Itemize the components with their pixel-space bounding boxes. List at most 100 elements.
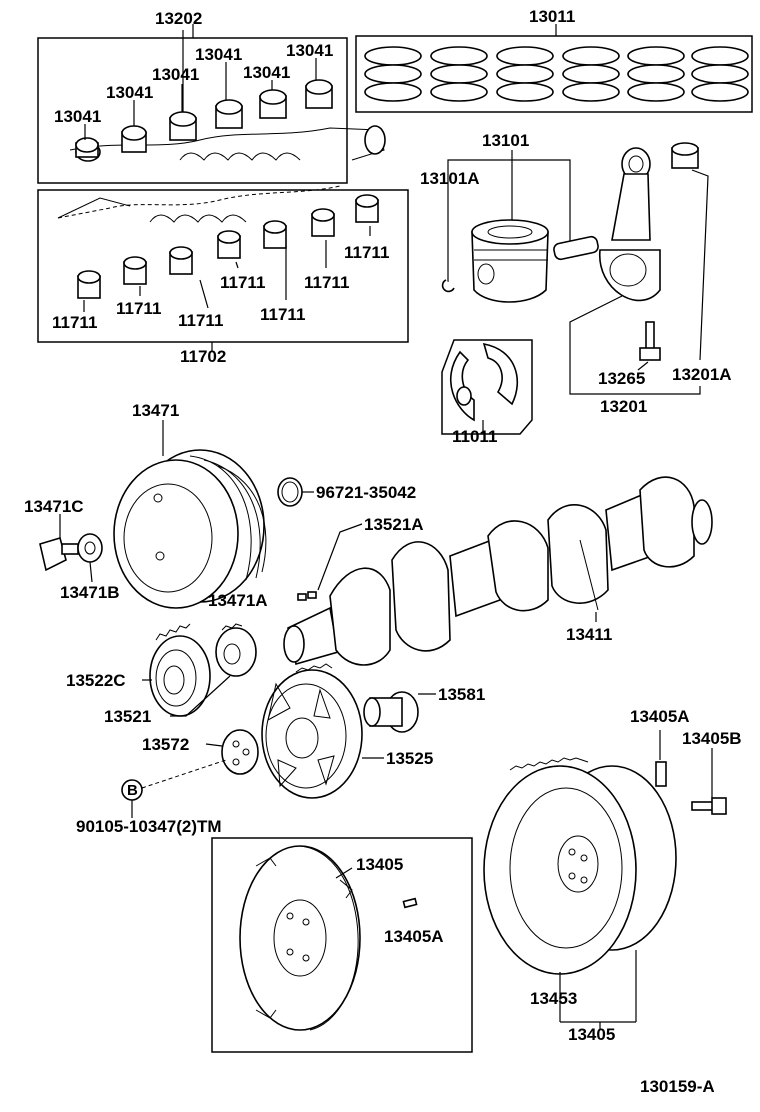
driven-gear-group: B <box>121 663 436 818</box>
balance-gear-icon <box>261 663 363 799</box>
marker-b-label: B <box>127 782 138 799</box>
crankshaft-bearing-upper-group <box>37 24 386 184</box>
piston-assembly-group <box>441 150 599 303</box>
label-11711: 11711 <box>344 243 389 262</box>
cap-icon <box>363 691 419 733</box>
piston-ring-set-icon <box>562 46 620 102</box>
drive-plate-icon <box>239 845 361 1031</box>
label-13041: 13041 <box>243 63 290 82</box>
connecting-rod-icon <box>599 147 661 302</box>
label-13522c: 13522C <box>66 671 126 690</box>
drive-plate-box <box>211 837 473 1053</box>
drive-plate-group <box>211 837 473 1053</box>
piston-ring-set-icon <box>430 46 488 102</box>
label-11711: 11711 <box>52 313 97 332</box>
conrod-bolt-icon <box>639 321 661 361</box>
flywheel-icon <box>483 757 677 975</box>
label-96721-35042: 96721-35042 <box>316 483 416 502</box>
bearing-shell-icon <box>355 194 379 223</box>
bearing-shell-icon <box>217 230 241 259</box>
connecting-rod-group <box>569 142 709 395</box>
label-13041: 13041 <box>54 107 101 126</box>
label-13011: 13011 <box>529 7 575 26</box>
snap-ring-icon <box>441 279 455 293</box>
label-13405b: 13405B <box>682 729 742 748</box>
label-13201a: 13201A <box>672 365 732 384</box>
label-13202: 13202 <box>155 9 202 28</box>
pulley-bolt-icon <box>39 536 79 572</box>
piston-ring-group <box>355 24 753 113</box>
piston-icon <box>471 219 549 303</box>
crank-pulley-group <box>39 420 363 609</box>
label-90105-10347: 90105-10347(2)TM <box>76 817 222 836</box>
key-icon <box>297 591 317 601</box>
flywheel-bolt-icon <box>691 797 727 815</box>
label-11011: 11011 <box>452 427 497 446</box>
label-11711: 11711 <box>304 273 349 292</box>
piston-ring-set-icon <box>496 46 554 102</box>
label-13471b: 13471B <box>60 583 120 602</box>
bearing-shell-icon <box>259 89 287 119</box>
bearing-shell-icon <box>169 246 193 275</box>
bearing-shell-icon <box>263 220 287 249</box>
label-13041: 13041 <box>152 65 199 84</box>
marker-b-icon: B <box>121 779 143 801</box>
label-11711: 11711 <box>116 299 161 318</box>
main-bearing-group <box>37 185 409 352</box>
piston-ring-set-icon <box>691 46 749 102</box>
crank-pulley-icon <box>113 449 267 609</box>
piston-ring-set-icon <box>627 46 685 102</box>
label-13041: 13041 <box>286 41 333 60</box>
label-11711: 11711 <box>260 305 305 324</box>
label-13405: 13405 <box>568 1025 615 1044</box>
timing-gear-group <box>142 623 257 717</box>
label-13405: 13405 <box>356 855 403 874</box>
flywheel-group <box>483 730 727 1030</box>
bearing-shell-icon <box>75 137 101 162</box>
label-13581: 13581 <box>438 685 485 704</box>
label-13041: 13041 <box>106 83 153 102</box>
bearing-box-11702 <box>37 189 409 343</box>
label-11702: 11702 <box>180 347 226 366</box>
bearing-shell-icon <box>305 79 333 109</box>
piston-ring-set-icon <box>364 46 422 102</box>
bearing-shell-icon <box>311 208 335 237</box>
crankshaft-icon <box>283 476 713 666</box>
label-13101: 13101 <box>482 131 529 150</box>
diagram-id: 130159-A <box>640 1077 715 1096</box>
label-13471c: 13471C <box>24 497 84 516</box>
bearing-shell-icon <box>215 99 243 129</box>
label-13453: 13453 <box>530 989 577 1008</box>
thrust-washer-group <box>441 339 533 435</box>
crankshaft-group <box>283 476 713 666</box>
oring-icon <box>277 477 303 507</box>
label-13405a: 13405A <box>630 707 690 726</box>
label-13101a: 13101A <box>420 169 480 188</box>
bearing-shell-icon <box>123 256 147 285</box>
bearing-shell-icon <box>77 270 101 299</box>
label-13471: 13471 <box>132 401 179 420</box>
thrust-washer-icon <box>450 342 519 422</box>
label-13521: 13521 <box>104 707 151 726</box>
label-13572: 13572 <box>142 735 189 754</box>
bearing-shell-icon <box>169 111 197 141</box>
label-13411: 13411 <box>566 625 612 644</box>
crank-sprocket-icon <box>215 623 257 677</box>
piston-ring-box <box>355 35 753 113</box>
label-13265: 13265 <box>598 369 645 388</box>
pin-icon <box>402 897 418 909</box>
label-11711: 11711 <box>220 273 265 292</box>
label-13041: 13041 <box>195 45 242 64</box>
label-13405a: 13405A <box>384 927 444 946</box>
piston-pin-icon <box>553 235 599 261</box>
bearing-shell-icon <box>121 125 147 153</box>
label-11711: 11711 <box>178 311 223 330</box>
label-13525: 13525 <box>386 749 433 768</box>
plate-icon <box>221 729 259 775</box>
label-13471a: 13471A <box>208 591 268 610</box>
label-13201: 13201 <box>600 397 647 416</box>
conrod-bearing-icon <box>671 142 699 169</box>
label-13521a: 13521A <box>364 515 424 534</box>
flywheel-pin-icon <box>655 761 667 787</box>
